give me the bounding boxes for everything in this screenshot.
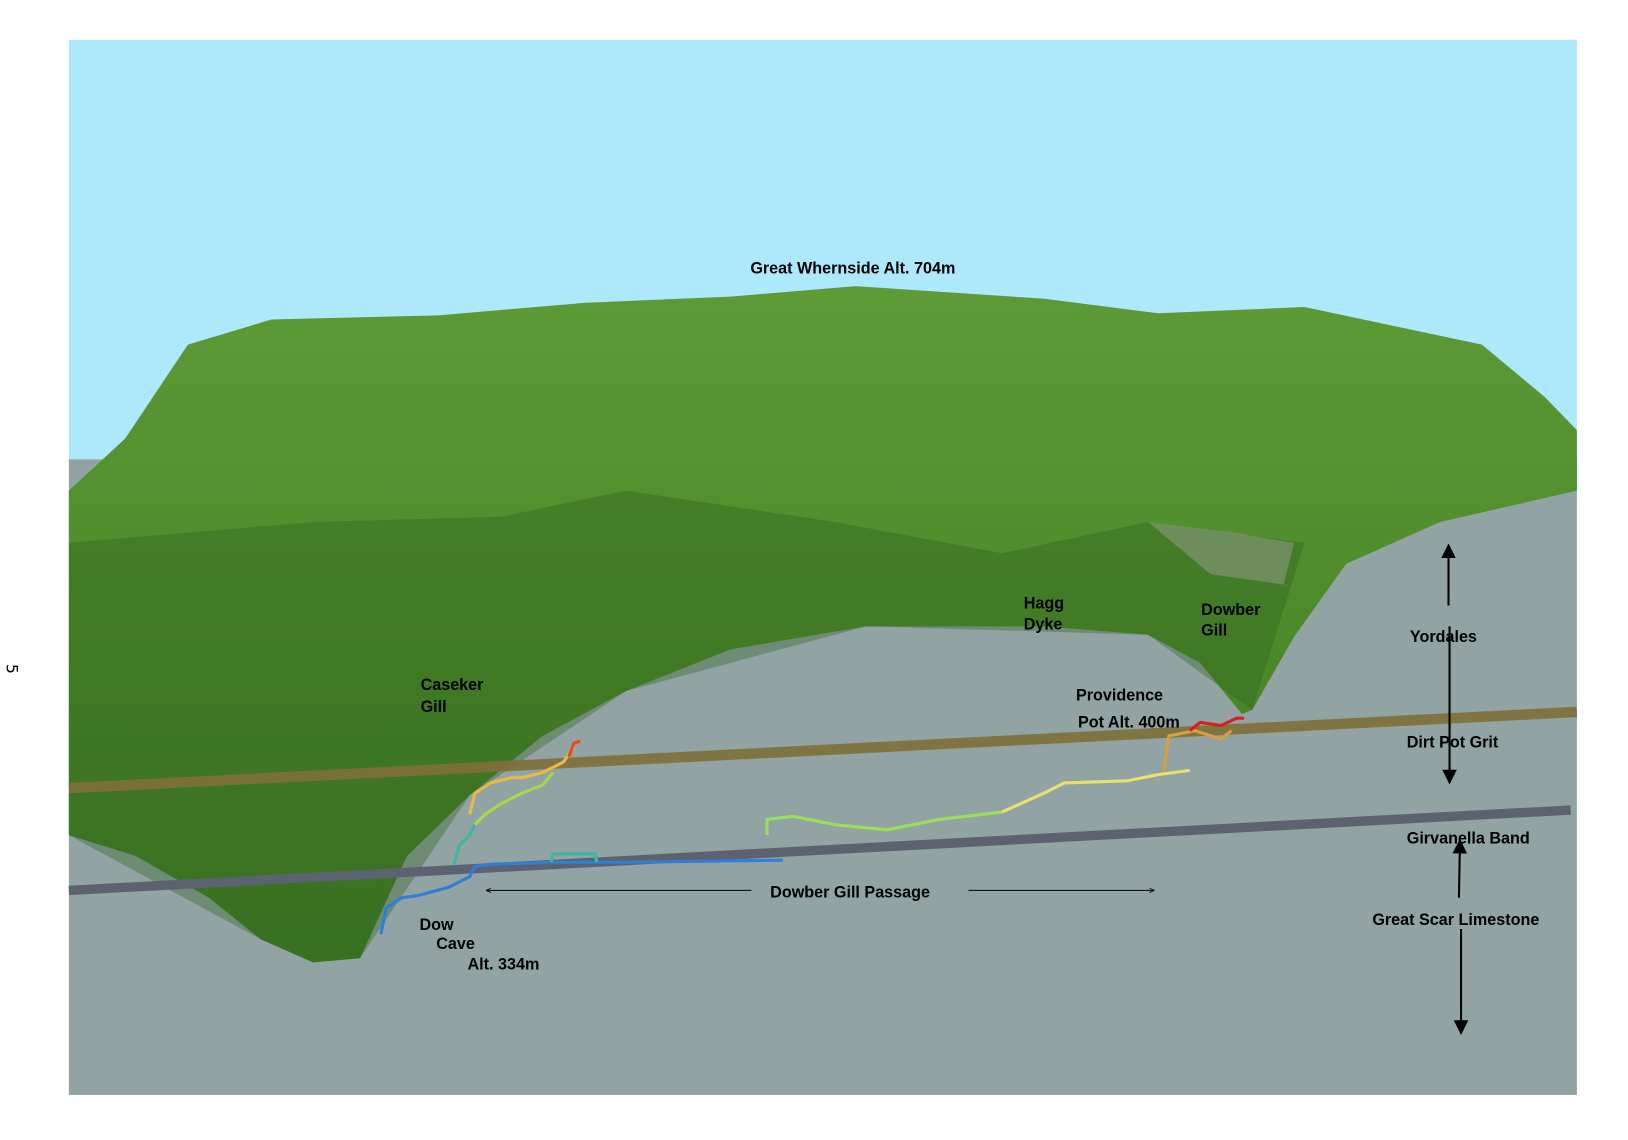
cave-passage-red (567, 739, 581, 758)
dirt-pot-grit-label: Dirt Pot Grit (1407, 733, 1499, 751)
dirt-pot-grit-band (68, 706, 1578, 794)
dow-cave-label-2: Cave (436, 935, 475, 953)
hagg-dyke-label-1: Hagg (1024, 595, 1064, 613)
girvanella-band (68, 805, 1571, 896)
caseker-gill-label-1: Caseker (421, 676, 485, 694)
terrain-shading (68, 490, 1305, 963)
dow-cave-label-1: Dow (420, 916, 455, 934)
page-number: 5 (2, 664, 21, 674)
cave-passage-orange (468, 745, 576, 815)
great-scar-arrow-up (1452, 838, 1468, 898)
caseker-gill-label-2: Gill (421, 698, 447, 716)
great-scar-limestone-label: Great Scar Limestone (1372, 911, 1539, 929)
providence-pot-entrance (1188, 716, 1244, 732)
dowber-gill-label-1: Dowber (1201, 601, 1261, 619)
cave-survey (379, 716, 1244, 935)
yordales-label: Yordales (1410, 628, 1477, 646)
dow-cave-label-3: Alt. 334m (468, 956, 540, 974)
dowber-gill-passage-label: Dowber Gill Passage (770, 884, 930, 902)
cave-passage-low (379, 858, 783, 935)
hagg-dyke-label-2: Dyke (1024, 615, 1063, 633)
dowber-gill-passage-green (765, 810, 1003, 836)
providence-pot-label-1: Providence (1076, 686, 1163, 704)
dowber-gill-ravine (1147, 521, 1295, 585)
girvanella-band-label: Girvanella Band (1407, 829, 1530, 847)
cave-passage-upper-left (473, 771, 555, 826)
summit-label: Great Whernside Alt. 704m (750, 260, 955, 278)
cave-passage-teal (452, 823, 599, 865)
dowber-gill-label-2: Gill (1201, 622, 1227, 640)
providence-pot-label-2: Pot Alt. 400m (1078, 714, 1180, 732)
mountain-terrain (68, 286, 1577, 963)
dowber-gill-passage-yellow (1001, 768, 1190, 814)
providence-pot-passages (1162, 729, 1233, 773)
